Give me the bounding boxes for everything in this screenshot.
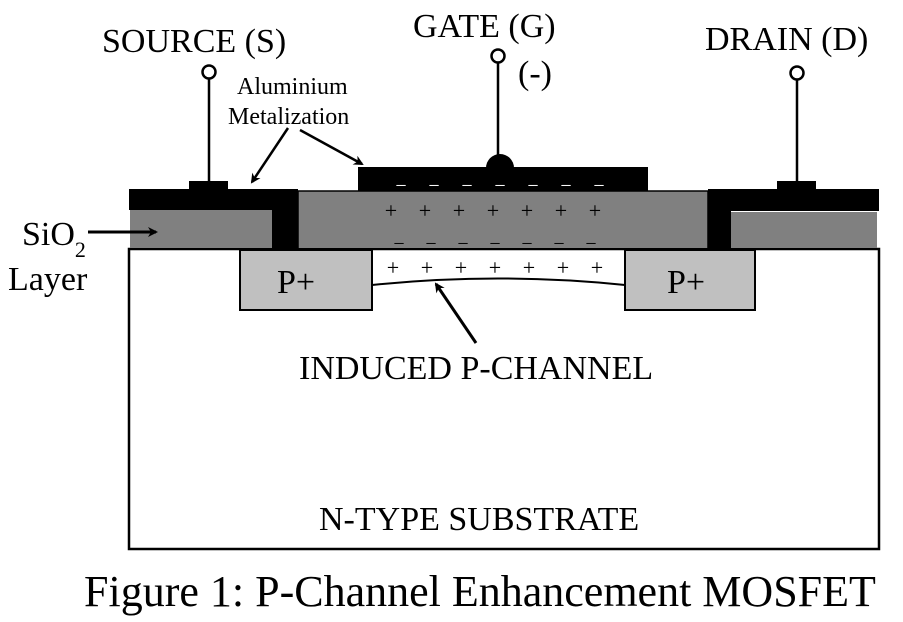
- gate-oxide: [297, 190, 709, 250]
- positive-charge: +: [521, 198, 533, 223]
- negative-charge: −: [395, 175, 406, 197]
- metal-label-line2: Metalization: [228, 104, 349, 130]
- positive-charge: +: [385, 198, 397, 223]
- drain-metal-via: [708, 189, 731, 250]
- negative-charge: −: [461, 175, 472, 197]
- source-p-label: P+: [277, 264, 315, 301]
- positive-charge: +: [557, 255, 569, 280]
- source-pad: [189, 181, 228, 191]
- metal-arrow-source: [250, 127, 290, 184]
- negative-charge: −: [428, 175, 439, 197]
- induced-channel-boundary: [371, 277, 626, 286]
- negative-charge: −: [489, 233, 500, 255]
- drain-p-region: [624, 249, 756, 311]
- drain-pad: [777, 181, 816, 191]
- negative-charge: −: [593, 175, 604, 197]
- metal-arrow-gate: [299, 128, 364, 166]
- positive-charge: +: [387, 255, 399, 280]
- channel-positive-charges: + + + + + + +: [387, 255, 603, 280]
- positive-charge: +: [591, 255, 603, 280]
- positive-charge: +: [421, 255, 433, 280]
- drain-label: DRAIN (D): [705, 21, 868, 58]
- positive-charge: +: [455, 255, 467, 280]
- negative-charge: −: [560, 175, 571, 197]
- induced-channel-label: INDUCED P-CHANNEL: [299, 350, 653, 387]
- source-p-region: [239, 249, 373, 311]
- positive-charge: +: [489, 255, 501, 280]
- oxide-negative-charges: −−−−−−−: [393, 233, 596, 255]
- negative-charge: −: [527, 175, 538, 197]
- negative-charge: −: [521, 233, 532, 255]
- negative-charge: −: [553, 233, 564, 255]
- drain-terminal-icon[interactable]: [789, 65, 805, 81]
- metal-label-line1: Aluminium: [237, 74, 348, 100]
- substrate-label: N-TYPE SUBSTRATE: [319, 501, 639, 538]
- channel-arrow: [434, 282, 478, 344]
- gate-label: GATE (G): [413, 8, 556, 45]
- sio2-subscript: 2: [75, 237, 86, 262]
- drain-p-label: P+: [667, 264, 705, 301]
- source-metal-top: [129, 189, 298, 210]
- positive-charge: +: [523, 255, 535, 280]
- gate-metal: [358, 167, 648, 191]
- negative-charge: −: [457, 233, 468, 255]
- source-metal-via: [272, 189, 298, 250]
- positive-charge: +: [589, 198, 601, 223]
- negative-charge: −: [494, 175, 505, 197]
- negative-charge: −: [425, 233, 436, 255]
- source-oxide: [130, 210, 272, 248]
- negative-charge: −: [393, 233, 404, 255]
- source-label: SOURCE (S): [102, 23, 286, 60]
- positive-charge: +: [453, 198, 465, 223]
- drain-metal-top: [708, 189, 879, 211]
- layer-label: Layer: [8, 261, 88, 298]
- gate-negative-charges: −−−−−−−: [395, 175, 604, 197]
- positive-charge: +: [487, 198, 499, 223]
- positive-charge: +: [555, 198, 567, 223]
- gate-terminal-icon[interactable]: [490, 48, 506, 64]
- sio2-main: SiO: [22, 216, 75, 253]
- drain-oxide: [731, 212, 877, 248]
- negative-charge: −: [585, 233, 596, 255]
- sio2-label: SiO2: [22, 216, 86, 262]
- oxide-positive-charges: + + + + + + +: [385, 198, 601, 223]
- gate-contact-dome: [486, 154, 514, 168]
- figure-caption: Figure 1: P-Channel Enhancement MOSFET: [84, 567, 876, 616]
- positive-charge: +: [419, 198, 431, 223]
- gate-polarity-label: (-): [518, 55, 552, 92]
- source-terminal-icon[interactable]: [201, 64, 217, 80]
